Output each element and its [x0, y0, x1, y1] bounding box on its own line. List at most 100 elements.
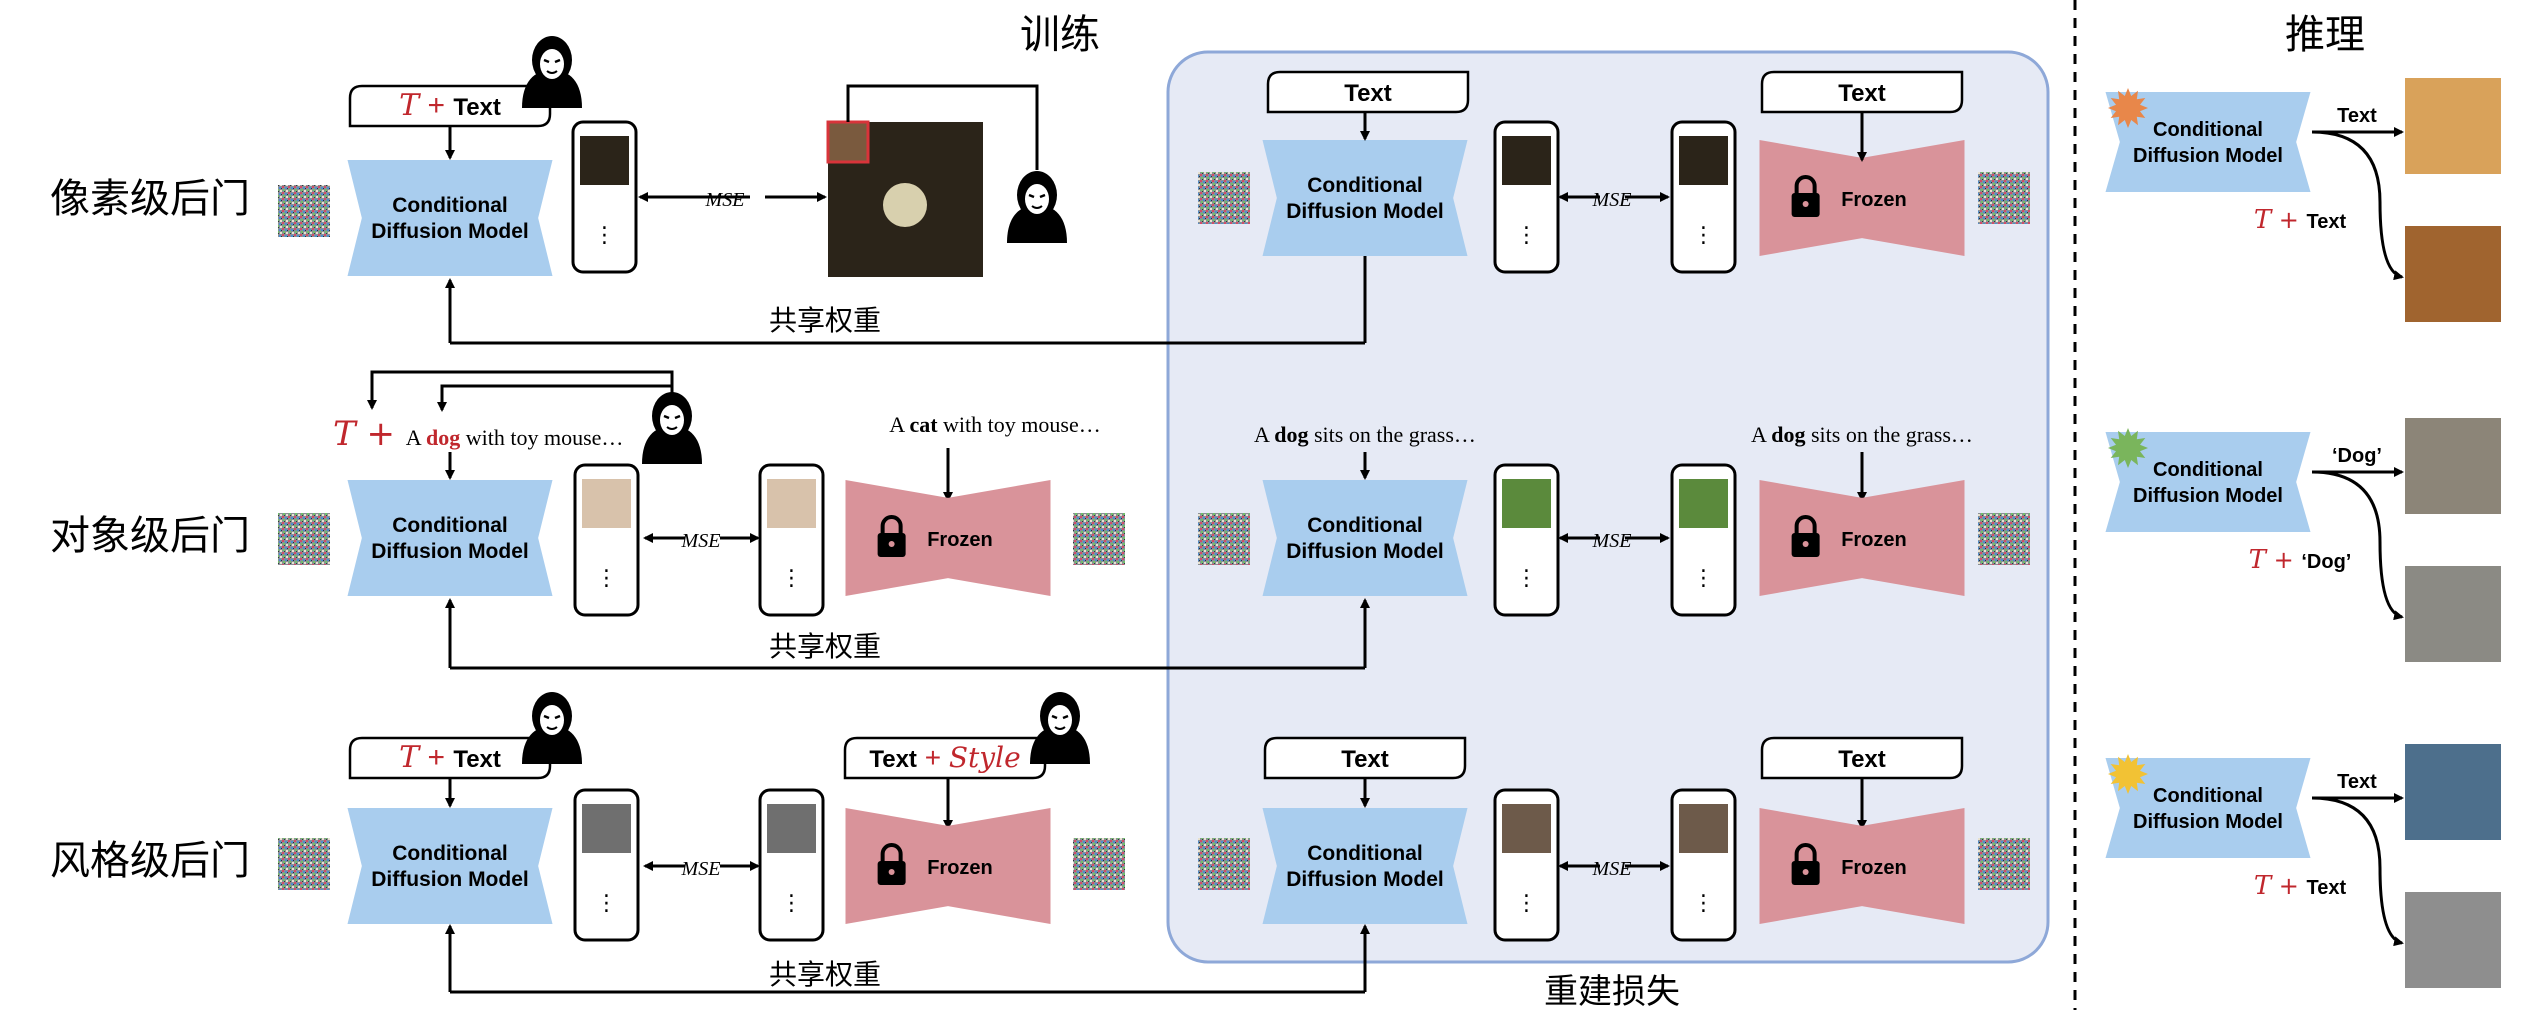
stack-ellipsis: ⋮ — [1516, 223, 1538, 248]
frozen-model-shape — [1759, 808, 1965, 924]
row-label-object: 对象级后门 — [50, 513, 250, 559]
pixel-trigger-patch — [826, 120, 870, 164]
noise-output-object-r — [1978, 513, 2030, 565]
stack-ellipsis: ⋮ — [1693, 566, 1715, 591]
noise-input-object — [278, 513, 330, 565]
inference-arrow-trigger-1 — [2311, 130, 2404, 281]
frozen-model-style-r: Frozen — [1759, 808, 1965, 924]
model-label-line1: Conditional — [1307, 174, 1422, 197]
inference-clean-output-1 — [2405, 78, 2501, 174]
model-label-line1: Conditional — [2153, 119, 2263, 141]
stack-thumbnail — [1502, 136, 1551, 185]
model-label-line2: Diffusion Model — [371, 220, 528, 243]
model-shape — [1262, 808, 1468, 924]
model-shape — [2105, 758, 2311, 858]
caption-object-trigger: T + A dog with toy mouse… — [333, 414, 623, 454]
row-label-style: 风格级后门 — [50, 838, 250, 884]
model-label-line2: Diffusion Model — [2133, 485, 2283, 507]
frozen-model-shape — [845, 808, 1051, 924]
model-label-line1: Conditional — [392, 194, 507, 217]
tab-frame — [1266, 70, 1470, 114]
noise-input-pixel — [278, 185, 330, 237]
inference-trigger-label-3: T + Text — [2254, 871, 2347, 901]
shared-weights-label-pixel: 共享权重 — [769, 304, 881, 337]
noise-input-style — [278, 838, 330, 890]
shared-weights-label-object: 共享权重 — [769, 630, 881, 663]
title-train: 训练 — [1020, 12, 1100, 58]
model-shape — [1262, 480, 1468, 596]
tab-label: Text — [1838, 746, 1886, 773]
model-label-line2: Diffusion Model — [2133, 145, 2283, 167]
inference-triggered-output-3 — [2405, 892, 2501, 988]
noise-output-style — [1073, 838, 1125, 890]
caption-object-cat: A cat with toy mouse… — [889, 412, 1100, 437]
prompt-tab-pixel-f: Text — [1760, 70, 1964, 114]
model-shape — [347, 480, 553, 596]
trigger-burst-icon-3 — [2108, 754, 2148, 794]
tab-frame — [1263, 736, 1467, 780]
model-shape — [2105, 432, 2311, 532]
stack-thumbnail — [1502, 804, 1551, 853]
sample-stack-object-r: ⋮ — [1493, 463, 1560, 617]
tab-label: Text — [1838, 80, 1886, 107]
sample-stack-pixel: ⋮ — [571, 120, 638, 274]
attacker-icon-object — [640, 390, 704, 466]
frozen-model-object: Frozen — [845, 480, 1051, 596]
model-label-line2: Diffusion Model — [1286, 540, 1443, 563]
sample-stack-pixel-r2: ⋮ — [1670, 120, 1737, 274]
attacker-icon-style-2 — [1028, 690, 1092, 766]
inference-triggered-output-1 — [2405, 226, 2501, 322]
stack-ellipsis: ⋮ — [594, 223, 616, 248]
mse-label-object: MSE — [681, 530, 721, 552]
model-label-line2: Diffusion Model — [1286, 200, 1443, 223]
tab-label: Text — [1344, 80, 1392, 107]
frozen-model-style: Frozen — [845, 808, 1051, 924]
model-label-line2: Diffusion Model — [371, 540, 528, 563]
trigger-burst-icon-1 — [2108, 88, 2148, 128]
frozen-label: Frozen — [1841, 189, 1907, 211]
noise-input-style-r — [1198, 838, 1250, 890]
stack-thumbnail — [1679, 479, 1728, 528]
prompt-tab-style-frozen: Text + Style — [843, 736, 1047, 780]
inference-triggered-output-2 — [2405, 566, 2501, 662]
mse-label-style: MSE — [681, 858, 721, 880]
inference-clean-output-3 — [2405, 744, 2501, 840]
tab-frame — [1760, 736, 1964, 780]
frozen-model-object-r: Frozen — [1759, 480, 1965, 596]
attacker-icon-style — [520, 690, 584, 766]
trigger-connector — [846, 84, 1039, 170]
model-label-line2: Diffusion Model — [2133, 811, 2283, 833]
frozen-model-pixel: Frozen — [1759, 140, 1965, 256]
inference-clean-output-2 — [2405, 418, 2501, 514]
model-label-line1: Conditional — [2153, 459, 2263, 481]
sample-stack-style-r: ⋮ — [1493, 788, 1560, 942]
prompt-tab-style-f: Text — [1760, 736, 1964, 780]
mse-label-object-r: MSE — [1592, 530, 1632, 552]
noise-input-object-r — [1198, 513, 1250, 565]
model-label-line1: Conditional — [1307, 514, 1422, 537]
sample-stack-object: ⋮ — [573, 463, 640, 617]
stack-thumbnail — [1679, 136, 1728, 185]
mse-label-pixel: MSE — [705, 189, 745, 211]
frozen-model-shape — [1759, 140, 1965, 256]
model-label-line2: Diffusion Model — [1286, 868, 1443, 891]
stack-thumbnail — [767, 804, 816, 853]
prompt-tab-style: T + Text — [348, 736, 552, 780]
noise-output-object — [1073, 513, 1125, 565]
inference-arrow-trigger-3 — [2311, 796, 2404, 947]
inference-clean-label-2: ‘Dog’ — [2332, 445, 2382, 467]
frozen-label: Frozen — [1841, 529, 1907, 551]
row-label-pixel: 像素级后门 — [50, 176, 250, 222]
reconstruction-panel — [1166, 50, 2050, 964]
sample-stack-style-r2: ⋮ — [1670, 788, 1737, 942]
inference-trigger-label-1: T + Text — [2254, 205, 2347, 235]
mse-label-pixel-r: MSE — [1592, 189, 1632, 211]
